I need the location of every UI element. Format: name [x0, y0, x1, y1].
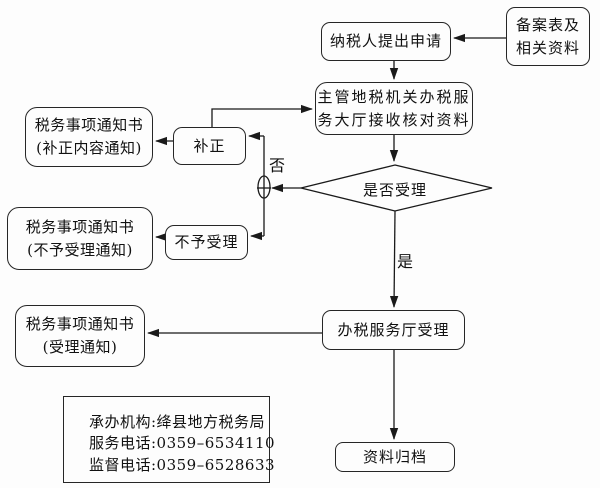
node-record-materials: 备案表及 相关资料	[506, 7, 590, 66]
node-notice-reject: 税务事项通知书 (不予受理通知)	[7, 207, 153, 270]
edge-label-yes: 是	[397, 252, 414, 271]
node-accept-hall: 办税服务厅受理	[322, 310, 465, 350]
edge-label-no: 否	[269, 156, 286, 175]
node-notice-correction-line1: 税务事项通知书	[34, 116, 144, 134]
node-archive: 资料归档	[335, 442, 455, 472]
node-notice-correction-line2: (补正内容通知)	[36, 139, 142, 157]
node-accept-hall-label: 办税服务厅受理	[337, 320, 450, 339]
node-record-materials-line1: 备案表及	[515, 15, 580, 34]
arrow-decision-to-accept	[389, 210, 399, 308]
node-archive-label: 资料归档	[362, 447, 427, 466]
node-notice-accept-line2: (受理通知)	[42, 338, 118, 356]
node-notice-correction: 税务事项通知书 (补正内容通知)	[25, 107, 153, 167]
arrow-correction-to-bureau	[211, 104, 313, 127]
service-phone-line: 服务电话:0359–6534110	[89, 434, 276, 453]
node-record-materials-line2: 相关资料	[515, 38, 580, 57]
node-notice-reject-line1: 税务事项通知书	[25, 217, 135, 236]
supervision-phone-line: 监督电话:0359–6528633	[89, 455, 276, 474]
node-taxpayer-application-label: 纳税人提出申请	[329, 32, 442, 50]
node-taxpayer-application: 纳税人提出申请	[321, 22, 451, 61]
agency-info-box: 承办机构:绛县地方税务局 服务电话:0359–6534110 监督电话:0359…	[63, 396, 275, 483]
node-correction: 补正	[173, 127, 246, 165]
node-bureau-hall-line2: 务大厅接收核对资料	[317, 110, 471, 129]
node-bureau-hall: 主管地税机关办税服 务大厅接收核对资料	[315, 82, 473, 135]
node-reject: 不予受理	[165, 225, 248, 260]
node-notice-accept-line1: 税务事项通知书	[25, 315, 135, 333]
agency-name-line: 承办机构:绛县地方税务局	[89, 412, 266, 431]
node-correction-label: 补正	[193, 136, 226, 155]
node-bureau-hall-line1: 主管地税机关办税服	[317, 87, 471, 106]
junction-circle	[257, 175, 271, 199]
node-reject-label: 不予受理	[174, 233, 239, 251]
decision-node-label: 是否受理	[362, 181, 427, 199]
node-notice-accept: 税务事项通知书 (受理通知)	[15, 305, 145, 367]
node-notice-reject-line2: (不予受理通知)	[27, 240, 133, 259]
